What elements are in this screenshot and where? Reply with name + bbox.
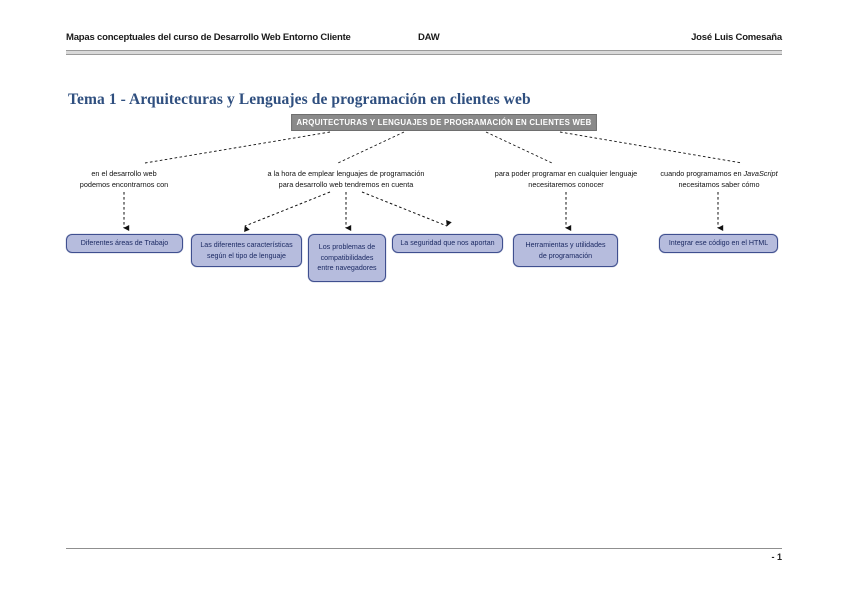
concept-node-seguridad[interactable]: La seguridad que nos aportan <box>392 234 503 253</box>
concept-node-herramientas-line-1: Herramientas y utilidades <box>525 241 606 249</box>
link-phrase-1-line-1: en el desarrollo web <box>91 169 157 178</box>
concept-node-herramientas[interactable]: Herramientas y utilidades de programació… <box>513 234 618 267</box>
document-header: Mapas conceptuales del curso de Desarrol… <box>66 32 782 50</box>
link-phrase-2-line-1: a la hora de emplear lenguajes de progra… <box>267 169 425 178</box>
header-center-text: DAW <box>418 32 440 43</box>
root-concept-node[interactable]: ARQUITECTURAS Y LENGUAJES DE PROGRAMACIÓ… <box>291 114 597 131</box>
concept-node-caracteristicas-lenguaje[interactable]: Las diferentes características según el … <box>191 234 302 267</box>
footer-page-number: - 1 <box>771 552 782 562</box>
concept-node-integrar-html-line-1: Integrar ese código en el HTML <box>668 239 769 248</box>
concept-node-herramientas-line-2: de programación <box>538 251 593 260</box>
concept-node-compatibilidades[interactable]: Los problemas de compatibilidades entre … <box>308 234 386 282</box>
link-phrase-2-line-2: para desarrollo web tendremos en cuenta <box>278 180 414 189</box>
link-phrase-4-line-2: necesitamos saber cómo <box>678 180 760 189</box>
link-phrase-1: en el desarrollo web podemos encontrarno… <box>56 168 192 190</box>
footer-divider-rule <box>66 548 782 549</box>
concept-node-areas-trabajo[interactable]: Diferentes áreas de Trabajo <box>66 234 183 253</box>
concept-node-caracteristicas-lenguaje-line-2: según el tipo de lenguaje <box>207 251 286 260</box>
concept-node-integrar-html[interactable]: Integrar ese código en el HTML <box>659 234 778 253</box>
concept-node-areas-trabajo-line-1: Diferentes áreas de Trabajo <box>80 239 169 248</box>
link-phrase-4-emphasis: JavaScript <box>743 169 778 178</box>
link-phrase-3-line-2: necesitaremos conocer <box>528 180 604 189</box>
concept-node-compatibilidades-line-1: Los problemas de <box>318 243 376 252</box>
concept-node-compatibilidades-line-2: compatibilidades <box>320 253 374 262</box>
link-phrase-3: para poder programar en cualquier lengua… <box>474 168 658 190</box>
concept-node-caracteristicas-lenguaje-line-1: Las diferentes características <box>200 241 293 249</box>
header-divider-rule <box>66 50 782 55</box>
page-title: Tema 1 - Arquitecturas y Lenguajes de pr… <box>68 91 531 108</box>
link-phrase-4-prefix: cuando programamos en <box>660 169 744 178</box>
link-phrase-1-line-2: podemos encontrarnos con <box>79 180 169 189</box>
header-left-text: Mapas conceptuales del curso de Desarrol… <box>66 32 351 43</box>
link-phrase-4: cuando programamos en JavaScript necesit… <box>648 168 790 190</box>
concept-node-compatibilidades-line-3: entre navegadores <box>317 264 377 273</box>
header-right-text: José Luis Comesaña <box>691 32 782 43</box>
link-phrase-3-line-1: para poder programar en cualquier lengua… <box>494 169 638 178</box>
link-phrase-4-line-1: cuando programamos en JavaScript <box>648 168 790 179</box>
link-phrase-2: a la hora de emplear lenguajes de progra… <box>244 168 448 190</box>
concept-node-seguridad-line-1: La seguridad que nos aportan <box>400 239 495 248</box>
